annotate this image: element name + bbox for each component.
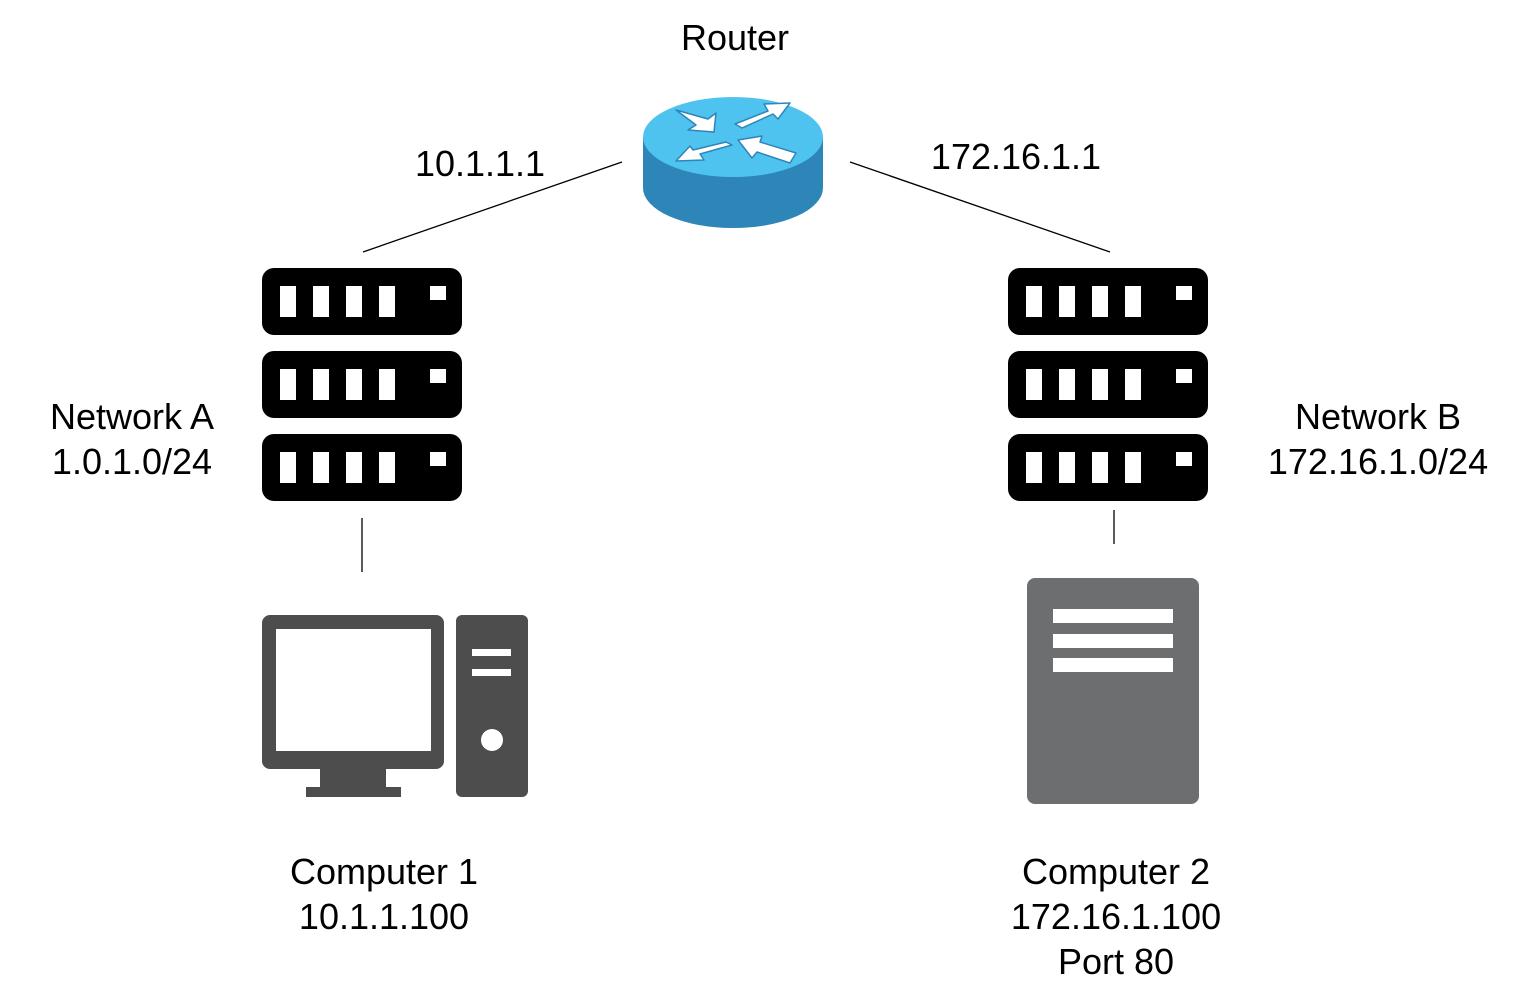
switch-port: [280, 452, 296, 483]
switch-port: [1125, 452, 1141, 483]
switch-port: [1092, 452, 1108, 483]
switch-port: [1125, 286, 1141, 317]
link-router-network-b: [849, 161, 1111, 253]
switch-port: [379, 452, 395, 483]
switch-port: [313, 369, 329, 400]
switch-port: [1092, 369, 1108, 400]
switch-port: [1026, 369, 1042, 400]
switch-port: [1059, 452, 1075, 483]
switch-port: [346, 452, 362, 483]
network-b-label: Network B 172.16.1.0/24: [1256, 394, 1500, 484]
switch-status-light: [1176, 286, 1192, 300]
network-a-name: Network A: [49, 396, 215, 437]
switch-stack-icon-network-b: [1008, 268, 1208, 501]
switch-status-light: [430, 369, 446, 383]
switch-port: [1059, 286, 1075, 317]
switch-port: [379, 369, 395, 400]
switch-status-light: [1176, 369, 1192, 383]
computer-2-ip: 172.16.1.100: [1010, 896, 1222, 937]
switch-port: [346, 286, 362, 317]
switch-port: [313, 452, 329, 483]
router-icon: [643, 97, 823, 228]
switch-port: [313, 286, 329, 317]
router-ip-network-a: 10.1.1.1: [414, 143, 546, 184]
computer-2-name: Computer 2: [1021, 851, 1211, 892]
switch-port: [1059, 369, 1075, 400]
link-router-network-a: [362, 161, 623, 253]
computer-2-port: Port 80: [1057, 941, 1175, 982]
desktop-computer-icon: [262, 615, 528, 797]
server-icon: [1027, 578, 1199, 804]
network-b-name: Network B: [1294, 396, 1462, 437]
router-label: Router: [680, 17, 790, 58]
switch-port: [1125, 369, 1141, 400]
computer-2-label: Computer 2 172.16.1.100 Port 80: [996, 849, 1236, 984]
switch-unit: [262, 268, 462, 335]
switch-unit: [262, 434, 462, 501]
network-a-subnet: 1.0.1.0/24: [51, 441, 213, 482]
switch-port: [280, 286, 296, 317]
computer-1-ip: 10.1.1.100: [298, 896, 470, 937]
switch-port: [1026, 452, 1042, 483]
switch-port: [1092, 286, 1108, 317]
switch-port: [379, 286, 395, 317]
router-ip-network-b: 172.16.1.1: [930, 136, 1102, 177]
switch-port: [280, 369, 296, 400]
switch-stack-icon-network-a: [262, 268, 462, 501]
switch-unit: [1008, 434, 1208, 501]
computer-1-label: Computer 1 10.1.1.100: [264, 849, 504, 939]
network-b-subnet: 172.16.1.0/24: [1267, 441, 1489, 482]
switch-unit: [1008, 268, 1208, 335]
switch-status-light: [1176, 452, 1192, 466]
switch-status-light: [430, 286, 446, 300]
switch-unit: [262, 351, 462, 418]
network-a-label: Network A 1.0.1.0/24: [30, 394, 234, 484]
switch-unit: [1008, 351, 1208, 418]
switch-port: [1026, 286, 1042, 317]
switch-port: [346, 369, 362, 400]
switch-status-light: [430, 452, 446, 466]
computer-1-name: Computer 1: [289, 851, 479, 892]
